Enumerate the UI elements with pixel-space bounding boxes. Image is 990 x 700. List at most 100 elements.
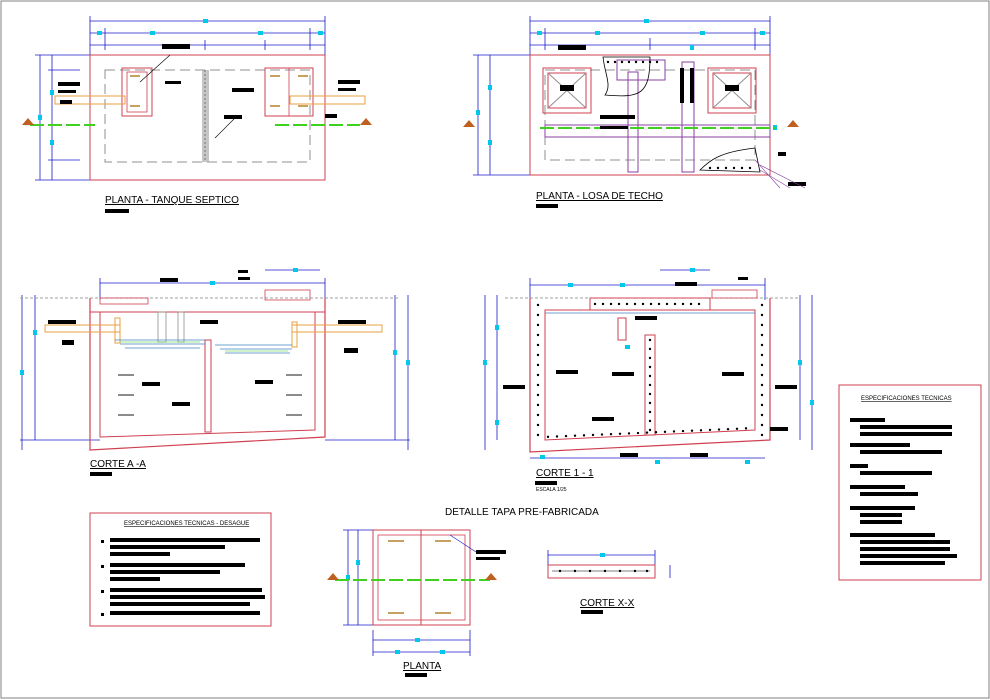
rebar-dot xyxy=(648,428,652,432)
plan-septic-tank: PLANTA - TANQUE SEPTICO xyxy=(22,16,372,213)
rebar-dot xyxy=(744,427,748,430)
rebar-dot xyxy=(601,302,605,306)
rebar-dot xyxy=(673,302,677,306)
rebar-dot xyxy=(663,430,667,434)
dimension-marks-top xyxy=(97,19,323,35)
rebar-dot xyxy=(536,403,540,407)
rebar-dots-section-11 xyxy=(536,302,764,439)
inlet-chamber-inner xyxy=(126,71,148,113)
dividing-wall xyxy=(202,70,209,162)
rebar-dot xyxy=(618,432,622,435)
lid-handles xyxy=(130,75,308,107)
rebar-dot xyxy=(536,383,540,387)
section-1-1: CORTE 1 - 1 ESCALA 1/25 xyxy=(483,268,814,493)
section-11-walls xyxy=(529,298,771,453)
rebar-dot xyxy=(536,423,540,427)
lid-section-xx: CORTE X-X xyxy=(547,550,671,614)
rebar-dot xyxy=(593,302,597,306)
rebar-dot xyxy=(699,429,703,432)
rebar-dot xyxy=(648,365,652,369)
rebar-dot xyxy=(648,347,652,351)
redacted-labels-11 xyxy=(503,277,797,485)
rebar-dot xyxy=(690,429,694,432)
rebar-dot xyxy=(536,313,540,317)
lid-plan-title: PLANTA xyxy=(403,661,441,672)
rebar-dot xyxy=(536,303,540,307)
section-aa-title: CORTE A -A xyxy=(90,459,146,470)
rebar-dot xyxy=(735,427,739,430)
rebar-dot xyxy=(708,428,712,432)
section-a-a: CORTE A -A xyxy=(20,268,410,476)
rebar-dot xyxy=(573,434,577,437)
rebar-dot xyxy=(760,303,764,307)
rebar-dot xyxy=(760,383,764,387)
rebar-dot xyxy=(536,343,540,347)
plan-roof-slab: PLANTA - LOSA DE TECHO xyxy=(463,16,806,208)
rebar-dot xyxy=(645,431,649,434)
plan-tank-title: PLANTA - TANQUE SEPTICO xyxy=(105,195,239,206)
rebar-dot xyxy=(648,419,652,423)
roof-slab-outline xyxy=(529,54,771,176)
rebar-dot xyxy=(665,302,669,306)
rebar-dot xyxy=(648,374,652,378)
outlet-pipe-section xyxy=(291,324,383,333)
rebar-dot xyxy=(760,403,764,407)
section-11-scale: ESCALA 1/25 xyxy=(536,487,567,493)
water-level-lines xyxy=(115,339,292,354)
rebar-dot xyxy=(648,392,652,396)
rebar-dot xyxy=(760,433,764,437)
rebar-dot xyxy=(591,433,595,437)
rebar-dot xyxy=(536,333,540,337)
rebar-dots-lid xyxy=(558,569,649,573)
rebar-dot xyxy=(600,433,604,436)
rebar-dot xyxy=(617,302,621,306)
spec-bottom-left-redacted-rows xyxy=(101,538,265,616)
lid-section-title: CORTE X-X xyxy=(580,598,635,609)
level-ticks xyxy=(118,374,302,416)
rebar-dot xyxy=(564,434,568,438)
roof-beam-center xyxy=(616,59,666,81)
rebar-dot xyxy=(681,429,685,433)
section-marker-icon xyxy=(22,118,372,125)
dimension-lines-lid xyxy=(343,529,471,656)
rebar-dot xyxy=(760,393,764,397)
rebar-dot xyxy=(555,435,559,438)
spec-panel-bottom-left: ESPECIFICACIONES TECNICAS - DESAGUE xyxy=(89,512,272,627)
rebar-dots-roof xyxy=(606,60,752,170)
rebar-dot xyxy=(536,363,540,367)
section-11-title: CORTE 1 - 1 xyxy=(536,468,594,479)
lid-handles-plan xyxy=(388,540,451,614)
lid-section-slab xyxy=(547,564,656,579)
rebar-dot xyxy=(536,433,540,437)
rebar-dot xyxy=(760,373,764,377)
section-marker-icon xyxy=(327,573,497,580)
rebar-dot xyxy=(536,373,540,377)
rebar-dot xyxy=(760,323,764,327)
rebar-dot xyxy=(648,338,652,342)
rebar-dot xyxy=(641,302,645,306)
rebar-dot xyxy=(536,413,540,417)
rebar-dot xyxy=(609,302,613,306)
rebar-dot xyxy=(760,363,764,367)
rebar-dot xyxy=(648,410,652,414)
rebar-dot xyxy=(633,302,637,306)
rebar-dot xyxy=(654,431,658,434)
rebar-dot xyxy=(717,428,721,431)
green-level-lines xyxy=(120,341,288,352)
rebar-dot xyxy=(726,427,730,431)
section-marker-icon xyxy=(463,120,799,127)
roof-leaders xyxy=(754,159,806,189)
rebar-dot xyxy=(760,343,764,347)
dimension-lines-aa xyxy=(20,269,410,450)
dimension-marks-aa xyxy=(20,268,410,375)
rebar-dot xyxy=(760,353,764,357)
rebar-dot xyxy=(625,302,629,306)
inlet-chamber xyxy=(121,67,153,117)
rebar-dot xyxy=(636,431,640,435)
lid-plan: PLANTA xyxy=(327,529,506,677)
dimension-marks-11 xyxy=(483,268,814,464)
rebar-dot xyxy=(536,353,540,357)
rebar-dot xyxy=(672,430,676,433)
